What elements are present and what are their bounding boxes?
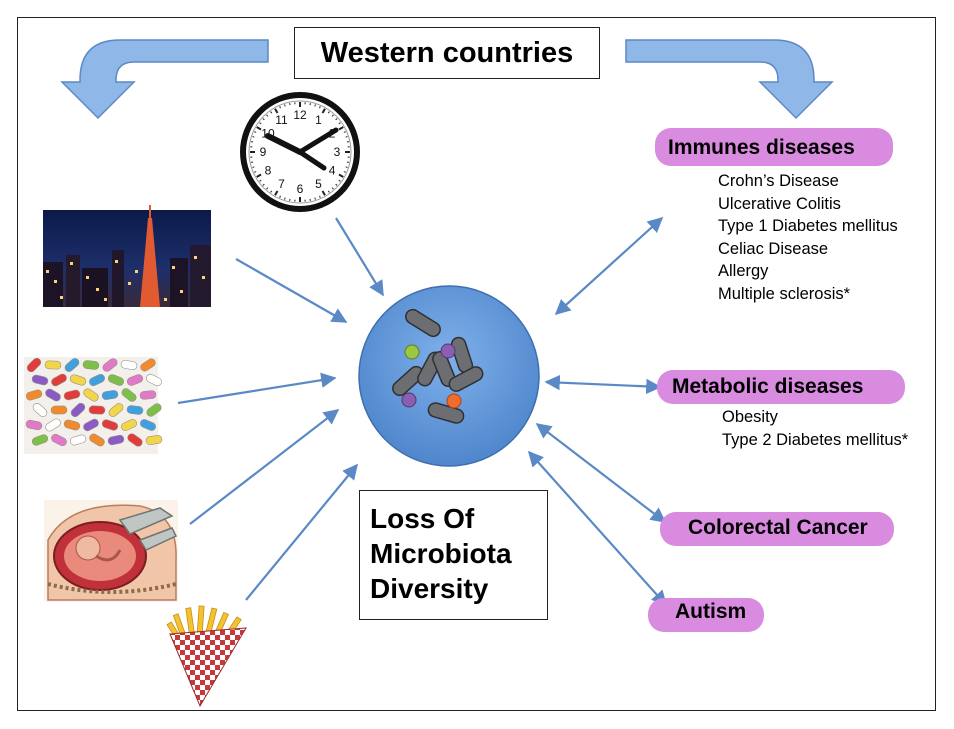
arrow-city-to-center [235,258,348,323]
pills-icon [24,357,163,454]
clock-number: 5 [315,177,322,191]
autism-heading: Autism [675,600,747,623]
colorectal-highlight [660,512,894,546]
arrow-center-metabolic [544,374,662,395]
cesarean-birth-icon [44,500,178,602]
colorectal-heading: Colorectal Cancer [688,516,868,539]
diagram-frame [17,17,936,711]
list-item: Obesity [722,408,778,426]
diagram-title: Western countries [320,36,574,69]
arrow-birth-to-center [189,409,340,525]
clock-number: 11 [275,113,288,127]
metabolic-list: Obesity Type 2 Diabetes mellitus* [722,406,908,451]
autism-highlight [648,598,764,632]
list-item: Allergy [718,262,769,280]
loss-of-diversity-box: Loss Of Microbiota Diversity [359,490,548,620]
arrow-center-immune [554,216,664,316]
clock-icon: 121234567891011 [240,92,360,212]
clock-number: 8 [265,164,272,178]
big-arrow-left [60,39,269,120]
city-night-icon [43,205,211,307]
immune-heading: Immunes diseases [668,136,855,159]
clock-number: 1 [315,113,322,127]
clock-number: 9 [260,145,267,159]
clock-number: 6 [297,182,304,196]
immune-highlight [655,128,893,166]
loss-label-line-2: Microbiota [370,538,512,569]
big-arrow-right [625,39,834,120]
arrow-center-autism [527,450,668,607]
list-item: Type 2 Diabetes mellitus* [722,430,909,449]
list-item: Crohn’s Disease [718,172,839,190]
loss-label-line-3: Diversity [370,573,489,604]
metabolic-heading: Metabolic diseases [672,375,864,398]
list-item: Ulcerative Colitis [718,194,841,213]
arrow-fries-to-center [245,463,358,601]
clock-number: 4 [329,164,336,178]
clock-number: 12 [293,108,307,122]
arrow-center-colorectal [535,423,667,523]
list-item: Multiple sclerosis* [718,284,851,303]
title-box: Western countries [294,27,600,79]
french-fries-icon [166,605,247,708]
clock-number: 7 [278,177,285,191]
arrow-clock-to-center [335,217,384,297]
metabolic-highlight [657,370,905,404]
list-item: Celiac Disease [718,239,829,258]
arrow-pills-to-center [177,372,337,405]
microbiota-circle [358,285,540,467]
loss-label-line-1: Loss Of [370,503,475,534]
list-item: Type 1 Diabetes mellitus [718,217,898,235]
clock-number: 3 [334,145,341,159]
immune-list: Crohn’s Disease Ulcerative Colitis Type … [718,170,898,305]
